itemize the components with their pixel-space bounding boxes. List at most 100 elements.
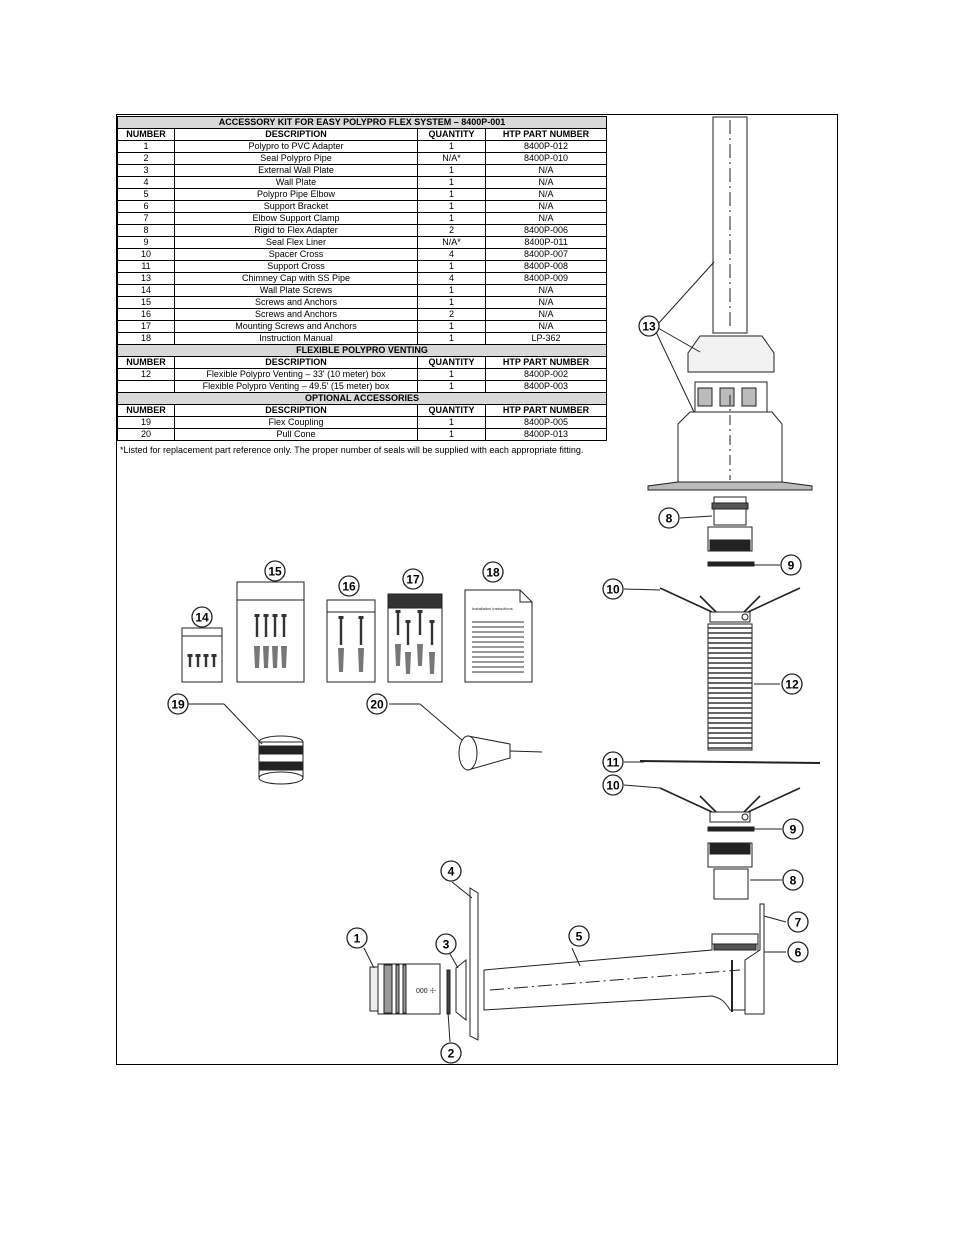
callout-number: 13 (642, 320, 656, 334)
flexible-venting-part (707, 623, 753, 751)
callout-number: 3 (443, 938, 450, 952)
venting-title: FLEXIBLE POLYPRO VENTING (116, 344, 608, 357)
callout-c7: 7 (787, 911, 809, 933)
support-cross-part (639, 760, 821, 764)
flex-coupling-part (258, 735, 304, 785)
callout-c4: 4 (440, 860, 462, 882)
seal-flex-liner-upper (707, 561, 755, 567)
callout-c9a: 9 (780, 554, 802, 576)
seal-flex-liner-lower (707, 826, 755, 832)
callout-number: 7 (795, 916, 802, 930)
callout-c9b: 9 (782, 818, 804, 840)
col-part-number: HTP PART NUMBER (484, 128, 608, 141)
table-title: ACCESSORY KIT FOR EASY POLYPRO FLEX SYST… (116, 116, 608, 129)
polypro-pipe-elbow-part (483, 933, 759, 1011)
instruction-manual-sheet: Installation Instructions (464, 589, 533, 683)
callout-c2: 2 (440, 1042, 462, 1064)
rigid-flex-adapter-lower (707, 842, 753, 900)
callout-c14: 14 (191, 606, 213, 628)
diagram-frame (116, 114, 838, 1065)
callout-c8a: 8 (658, 507, 680, 529)
table-row: Flexible Polypro Venting – 49.5' (15 met… (117, 380, 608, 393)
col-part-number: HTP PART NUMBER (484, 404, 608, 417)
callout-c16: 16 (338, 575, 360, 597)
col-quantity: QUANTITY (417, 404, 486, 417)
callout-number: 14 (195, 611, 209, 625)
table-header-row: NUMBER DESCRIPTION QUANTITY HTP PART NUM… (117, 404, 608, 417)
col-description: DESCRIPTION (174, 404, 418, 417)
callout-c13: 13 (638, 315, 660, 337)
callout-c19: 19 (167, 693, 189, 715)
callout-number: 10 (606, 779, 620, 793)
callout-number: 1 (354, 932, 361, 946)
table-header-row: NUMBER DESCRIPTION QUANTITY HTP PART NUM… (117, 356, 608, 369)
callout-c18: 18 (482, 561, 504, 583)
callout-c12: 12 (781, 673, 803, 695)
wall-plate-screws-bag (181, 627, 223, 683)
pull-cone-part (458, 735, 543, 771)
callout-number: 9 (790, 823, 797, 837)
callout-number: 8 (666, 512, 673, 526)
callout-c1: 1 (346, 927, 368, 949)
callout-number: 12 (785, 678, 799, 692)
svg-text:000 ☩: 000 ☩ (416, 987, 436, 995)
callout-c8b: 8 (782, 869, 804, 891)
col-number: NUMBER (117, 404, 175, 417)
callout-number: 6 (795, 946, 802, 960)
manual-sheet-title: Installation Instructions (472, 606, 513, 611)
screws-anchors-bag-15 (236, 581, 305, 683)
seal-polypro-pipe-part (446, 969, 451, 1015)
callout-number: 15 (268, 565, 282, 579)
callout-number: 11 (607, 756, 620, 770)
callout-number: 8 (790, 874, 797, 888)
callout-c10b: 10 (602, 774, 624, 796)
mounting-screws-bag (387, 593, 443, 683)
callout-number: 17 (406, 573, 420, 587)
callout-number: 2 (448, 1047, 455, 1061)
callout-number: 20 (370, 698, 384, 712)
chimney-cap-part (647, 116, 813, 491)
screws-anchors-bag-16 (326, 599, 376, 683)
cell-part-number: 8400P-013 (484, 428, 608, 441)
external-wall-plate-part (455, 958, 467, 1022)
callout-number: 19 (171, 698, 185, 712)
callout-number: 10 (606, 583, 620, 597)
polypro-pvc-adapter-part: 000 ☩ (369, 963, 441, 1015)
rigid-flex-adapter-upper (707, 496, 753, 552)
support-bracket-part (744, 903, 765, 1015)
spacer-cross-lower (659, 787, 801, 823)
callout-number: 18 (486, 566, 500, 580)
callout-c11: 11 (602, 751, 624, 773)
leader-lines (187, 261, 787, 1043)
callout-number: 9 (788, 559, 795, 573)
callout-c3: 3 (435, 933, 457, 955)
footnote: *Listed for replacement part reference o… (120, 445, 584, 455)
callout-c20: 20 (366, 693, 388, 715)
callout-c15: 15 (264, 560, 286, 582)
callout-c6: 6 (787, 941, 809, 963)
col-description: DESCRIPTION (174, 356, 418, 369)
callout-c10a: 10 (602, 578, 624, 600)
spacer-cross-upper (659, 587, 801, 623)
col-quantity: QUANTITY (417, 128, 486, 141)
optional-section: OPTIONAL ACCESSORIES NUMBER DESCRIPTION … (116, 392, 608, 441)
col-quantity: QUANTITY (417, 356, 486, 369)
wall-plate-part (469, 887, 479, 1041)
callout-number: 5 (576, 930, 583, 944)
